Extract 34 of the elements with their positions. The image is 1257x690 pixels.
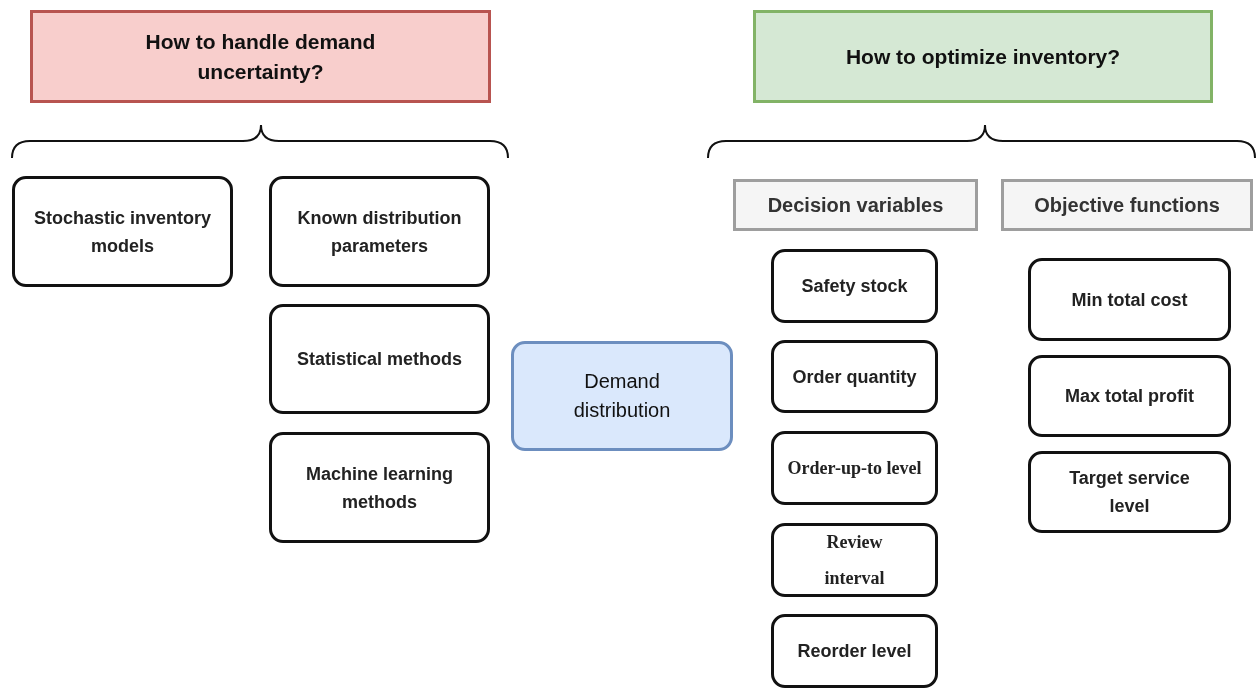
rounded-box <box>771 431 938 505</box>
rounded-box <box>269 176 490 287</box>
node-label: How to handle demand uncertainty? <box>144 28 377 85</box>
highlight-box <box>511 341 733 451</box>
heading-box <box>30 10 491 103</box>
heading-box <box>753 10 1213 103</box>
node-label: Max total profit <box>1065 385 1194 408</box>
category-box <box>1001 179 1253 231</box>
rounded-box <box>1028 258 1231 341</box>
node-label: Objective functions <box>1034 193 1220 218</box>
node-label: Order-up-to level <box>786 457 923 480</box>
rounded-box <box>12 176 233 287</box>
node-label: Reorder level <box>797 640 912 663</box>
category-box <box>733 179 978 231</box>
node-label: Review interval <box>823 531 886 590</box>
rounded-box <box>771 249 938 323</box>
rounded-box <box>771 340 938 413</box>
node-label: Min total cost <box>1071 288 1188 312</box>
node-label: Demand distribution <box>572 369 672 423</box>
rounded-box <box>269 304 490 414</box>
node-label: Decision variables <box>767 193 944 218</box>
node-label: Stochastic inventory models <box>32 206 212 258</box>
rounded-box <box>771 523 938 597</box>
rounded-box <box>269 432 490 543</box>
node-label: Machine learning methods <box>304 462 454 514</box>
node-label: Target service level <box>1068 467 1191 518</box>
node-label: Safety stock <box>801 275 908 298</box>
node-label: Statistical methods <box>296 348 462 371</box>
node-label: How to optimize inventory? <box>845 43 1121 70</box>
rounded-box <box>1028 355 1231 437</box>
rounded-box <box>1028 451 1231 533</box>
rounded-box <box>771 614 938 688</box>
node-label: Known distribution parameters <box>296 206 463 258</box>
node-label: Order quantity <box>792 365 917 389</box>
